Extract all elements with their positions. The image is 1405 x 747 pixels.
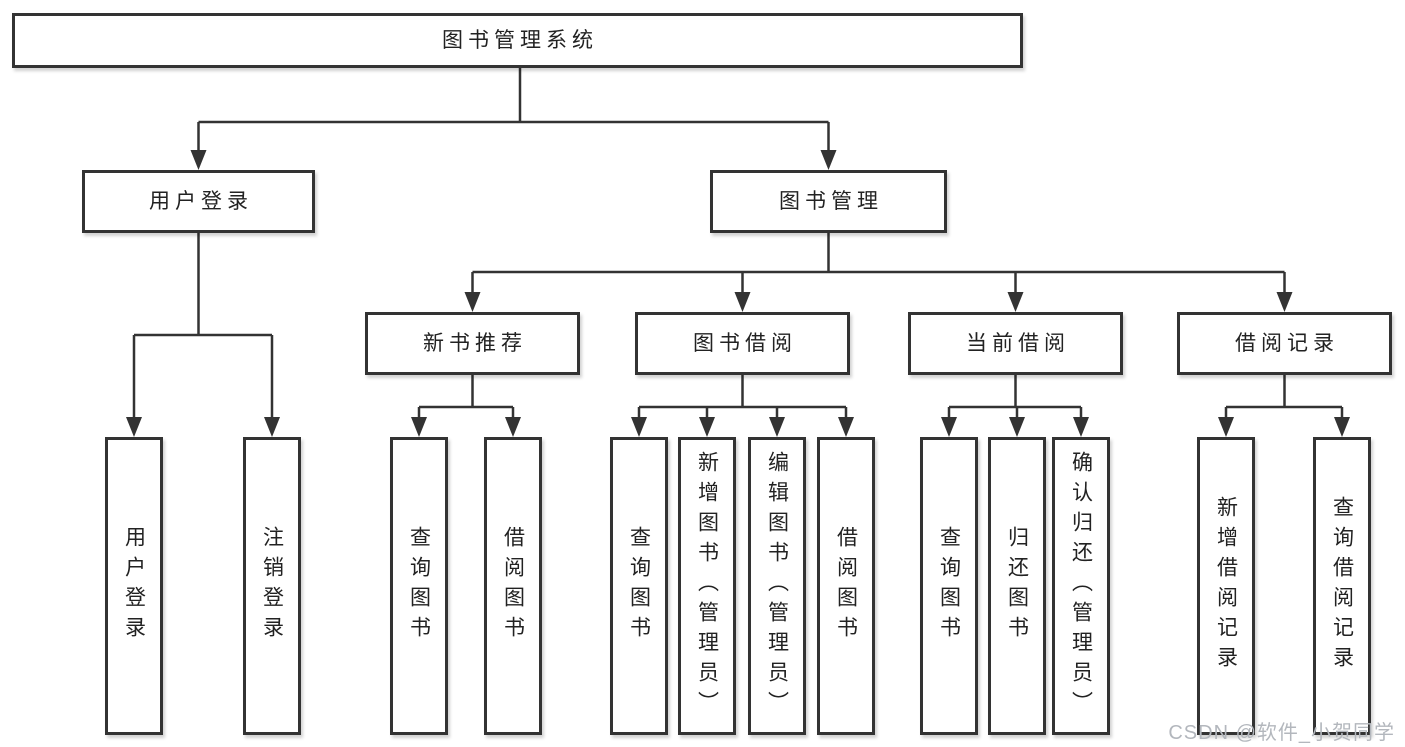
leaf-return-books-label: 归还图书	[1005, 526, 1029, 646]
leaf-borrow-books-recommend: 借阅图书	[484, 437, 542, 735]
leaf-borrow-books-borrow-label: 借阅图书	[834, 526, 858, 646]
watermark: CSDN @软件_小贺同学	[1168, 722, 1395, 744]
connector-book-borrow	[637, 375, 848, 420]
arrowhead-icon-leaves	[126, 417, 1350, 437]
leaf-add-borrow-record-label: 新增借阅记录	[1214, 496, 1238, 676]
node-book-management-label: 图书管理	[779, 189, 883, 213]
node-current-borrow: 当前借阅	[908, 312, 1123, 375]
node-new-book-recommend: 新书推荐	[365, 312, 580, 375]
leaf-query-borrow-record: 查询借阅记录	[1313, 437, 1371, 735]
node-user-login-label: 用户登录	[149, 189, 253, 213]
leaf-logout-label: 注销登录	[260, 526, 284, 646]
node-book-management: 图书管理	[710, 170, 947, 233]
connector-book-management	[471, 232, 1286, 295]
leaf-add-book-admin: 新增图书（管理员）	[678, 437, 736, 735]
leaf-edit-book-admin: 编辑图书（管理员）	[748, 437, 806, 735]
connector-user-login	[132, 232, 274, 420]
leaf-borrow-books-recommend-label: 借阅图书	[501, 526, 525, 646]
leaf-user-login-label: 用户登录	[122, 526, 146, 646]
node-book-borrow: 图书借阅	[635, 312, 850, 375]
arrowhead-icon-level3	[464, 292, 1293, 312]
connector-wires	[132, 68, 1344, 420]
leaf-query-borrow-record-label: 查询借阅记录	[1330, 496, 1354, 676]
leaf-add-borrow-record: 新增借阅记录	[1197, 437, 1255, 735]
leaf-user-login: 用户登录	[105, 437, 163, 735]
connector-borrow-records	[1224, 375, 1344, 420]
arrowheads	[126, 150, 1350, 437]
connector-current-borrow	[947, 375, 1083, 420]
node-borrow-records-label: 借阅记录	[1235, 331, 1339, 355]
node-book-borrow-label: 图书借阅	[693, 331, 797, 355]
leaf-confirm-return-admin: 确认归还（管理员）	[1052, 437, 1110, 735]
leaf-borrow-books-borrow: 借阅图书	[817, 437, 875, 735]
leaf-query-books-current-label: 查询图书	[937, 526, 961, 646]
node-root-label: 图书管理系统	[442, 28, 598, 52]
node-current-borrow-label: 当前借阅	[966, 331, 1070, 355]
node-user-login: 用户登录	[82, 170, 315, 233]
leaf-query-books-recommend-label: 查询图书	[407, 526, 431, 646]
node-new-book-recommend-label: 新书推荐	[423, 331, 527, 355]
node-borrow-records: 借阅记录	[1177, 312, 1392, 375]
leaf-query-books-current: 查询图书	[920, 437, 978, 735]
connector-root	[197, 68, 830, 153]
leaf-query-books-borrow-label: 查询图书	[627, 526, 651, 646]
leaf-edit-book-admin-label: 编辑图书（管理员）	[765, 451, 789, 721]
leaf-return-books: 归还图书	[988, 437, 1046, 735]
leaf-logout: 注销登录	[243, 437, 301, 735]
leaf-query-books-recommend: 查询图书	[390, 437, 448, 735]
leaf-add-book-admin-label: 新增图书（管理员）	[695, 451, 719, 721]
leaf-query-books-borrow: 查询图书	[610, 437, 668, 735]
connector-new-book-recommend	[417, 375, 515, 420]
leaf-confirm-return-admin-label: 确认归还（管理员）	[1069, 451, 1093, 721]
node-root: 图书管理系统	[12, 13, 1023, 68]
arrowhead-icon-level2	[190, 150, 837, 170]
